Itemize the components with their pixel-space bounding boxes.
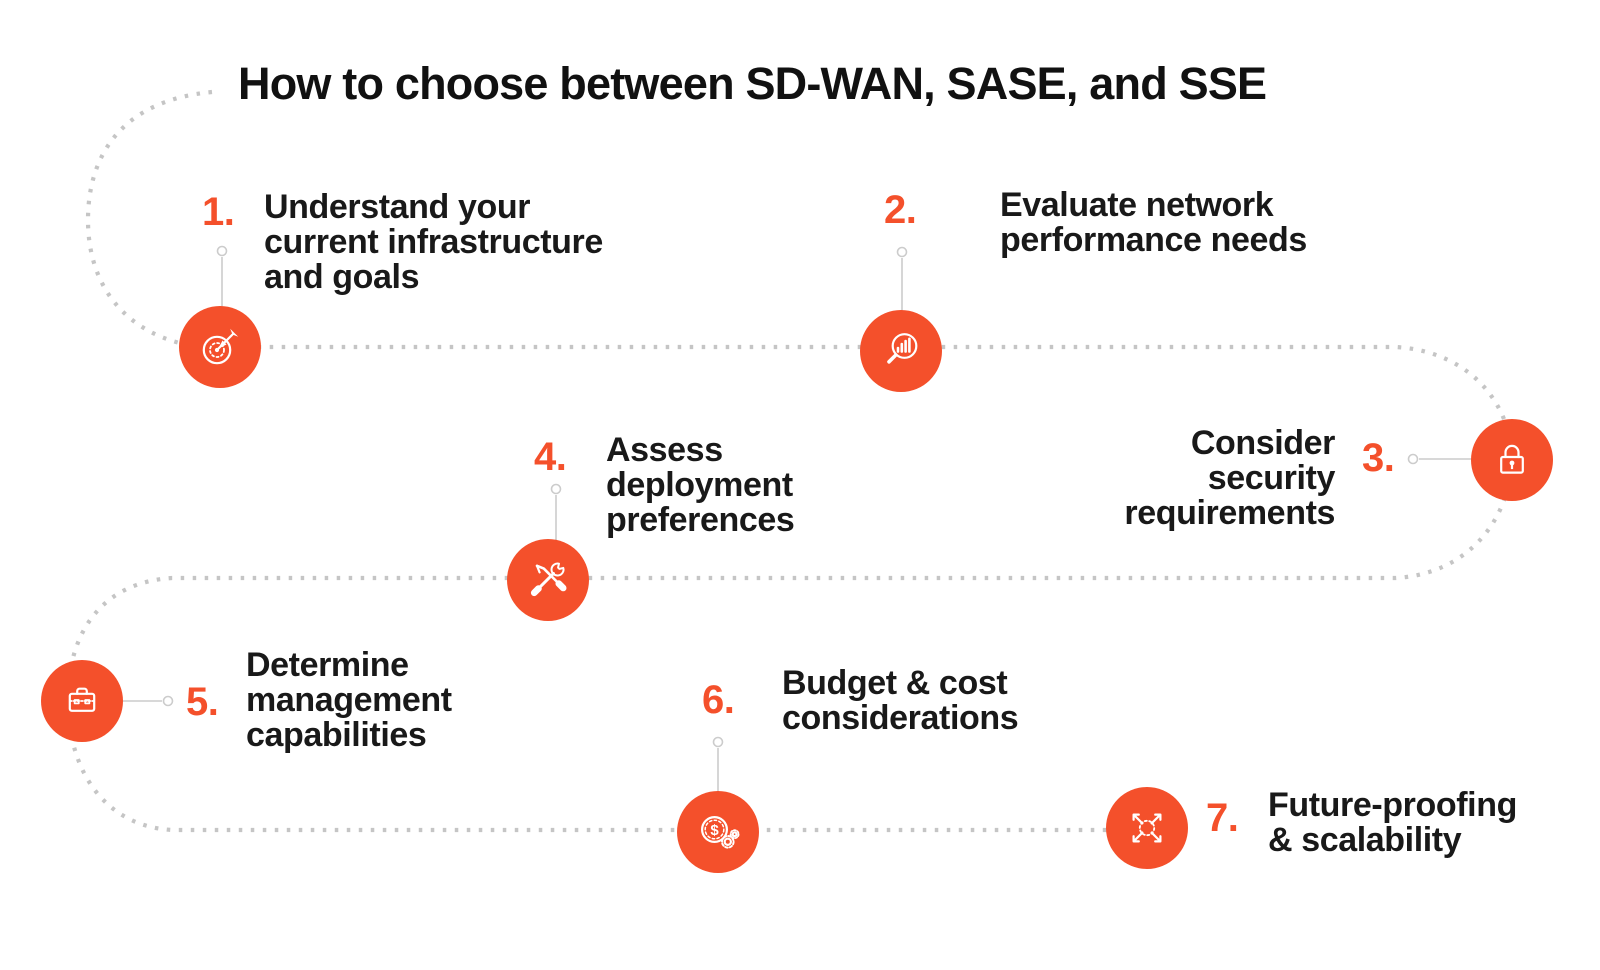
step-4-label: Assess deployment preferences	[606, 431, 795, 539]
step-4-number: 4.	[534, 435, 567, 479]
step-2-label: Evaluate network performance needs	[1000, 186, 1307, 259]
step-6-label: Budget & cost considerations	[782, 664, 1019, 737]
step-5-connector	[123, 695, 174, 707]
page-title: How to choose between SD-WAN, SASE, and …	[238, 58, 1267, 109]
step-1-label: Understand your current infrastructure a…	[264, 188, 603, 296]
padlock-icon	[1471, 419, 1553, 501]
step-5-label: Determine management capabilities	[246, 646, 452, 754]
step-3-label: Consider security requirements	[1124, 424, 1335, 532]
svg-text:$: $	[710, 822, 719, 839]
briefcase-icon	[41, 660, 123, 742]
tools-icon	[507, 539, 589, 621]
step-3-number: 3.	[1362, 436, 1395, 480]
step-6-number: 6.	[702, 678, 735, 722]
step-7-number: 7.	[1206, 796, 1239, 840]
step-2-number: 2.	[884, 188, 917, 232]
step-1-connector	[216, 245, 228, 309]
step-1-number: 1.	[202, 190, 235, 234]
magnifier-chart-icon	[860, 310, 942, 392]
step-5-number: 5.	[186, 680, 219, 724]
step-2-connector	[896, 246, 908, 313]
dollar-gears-icon: $	[677, 791, 759, 873]
target-arrow-icon	[179, 306, 261, 388]
step-7-label: Future-proofing & scalability	[1268, 786, 1517, 859]
step-4-connector	[550, 483, 562, 542]
expand-arrows-icon	[1106, 787, 1188, 869]
step-3-connector	[1407, 453, 1473, 465]
step-6-connector	[712, 736, 724, 794]
